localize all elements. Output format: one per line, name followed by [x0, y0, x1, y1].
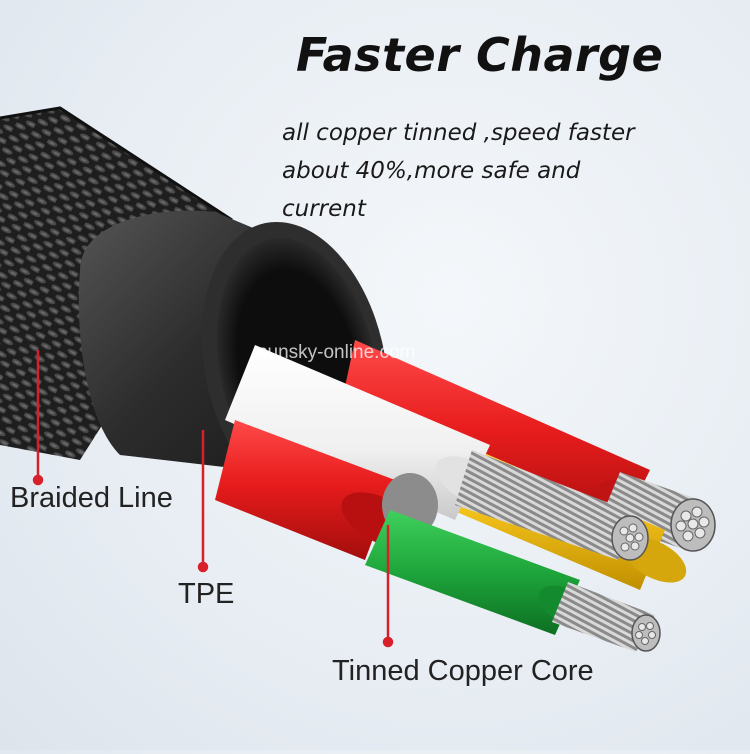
white-wire: [225, 345, 649, 561]
green-wire: [365, 510, 661, 652]
callout-braided-line: Braided Line: [10, 482, 173, 514]
subtext-line-1: all copper tinned ,speed faster: [282, 120, 635, 146]
headline: Faster Charge: [296, 28, 664, 82]
subtext: all copper tinned ,speed faster about 40…: [282, 114, 742, 228]
callout-tinned-copper-core: Tinned Copper Core: [332, 655, 594, 687]
watermark: sunsky-online.com: [258, 342, 416, 363]
subtext-line-3: current: [282, 196, 366, 222]
callout-pointers: [32, 350, 394, 648]
subtext-line-2: about 40%,more safe and: [282, 158, 581, 184]
callout-tpe: TPE: [178, 578, 235, 610]
